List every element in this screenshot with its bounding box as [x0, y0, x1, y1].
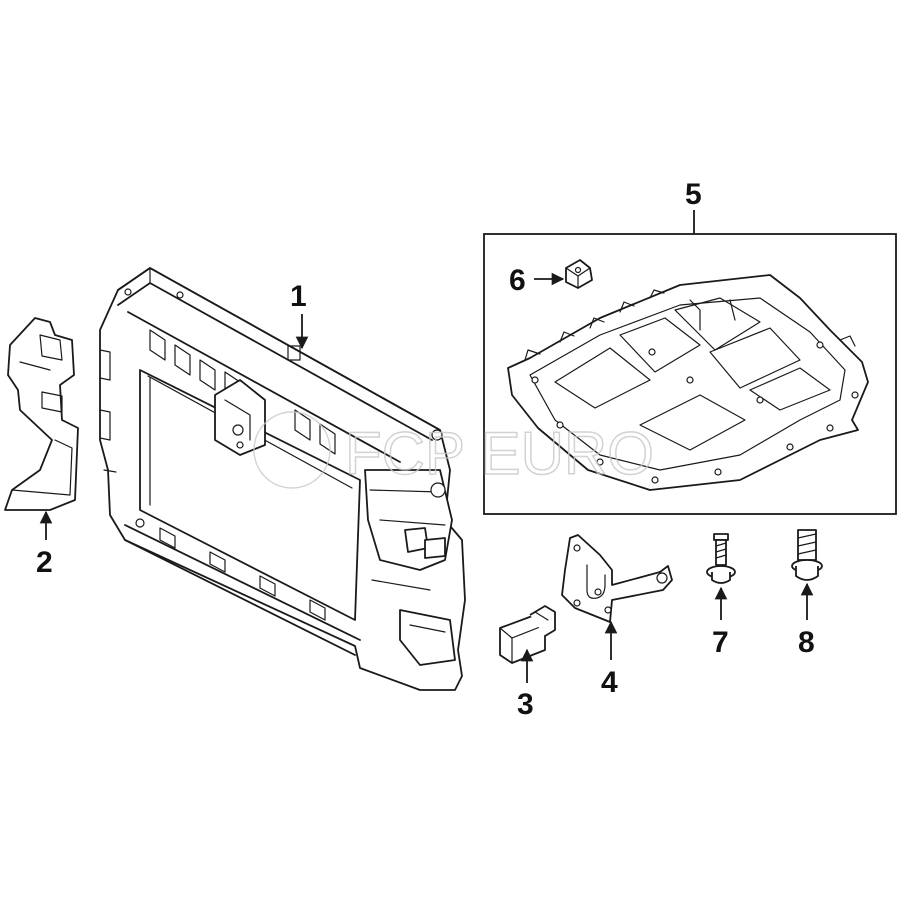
air-deflector-part [4, 317, 79, 511]
callout-2: 2 [36, 546, 53, 579]
engine-shield-box [483, 233, 897, 515]
callout-8: 8 [798, 626, 815, 659]
clip-part [499, 605, 556, 664]
radiator-support-part [99, 267, 466, 691]
callout-1: 1 [290, 280, 307, 313]
callout-5: 5 [685, 178, 702, 211]
callout-6: 6 [509, 264, 526, 297]
callout-3: 3 [517, 688, 534, 721]
callout-4: 4 [601, 666, 618, 699]
leader-lines [39, 210, 814, 683]
bolt-part [791, 529, 823, 581]
screw-part [706, 533, 736, 584]
callout-7: 7 [712, 626, 729, 659]
watermark-text: FCP EURO [345, 420, 654, 487]
speed-nut-part [565, 259, 593, 289]
engine-shield-part [507, 274, 869, 491]
bracket-part [561, 534, 673, 623]
watermark-logo: FCP EURO [253, 411, 655, 489]
